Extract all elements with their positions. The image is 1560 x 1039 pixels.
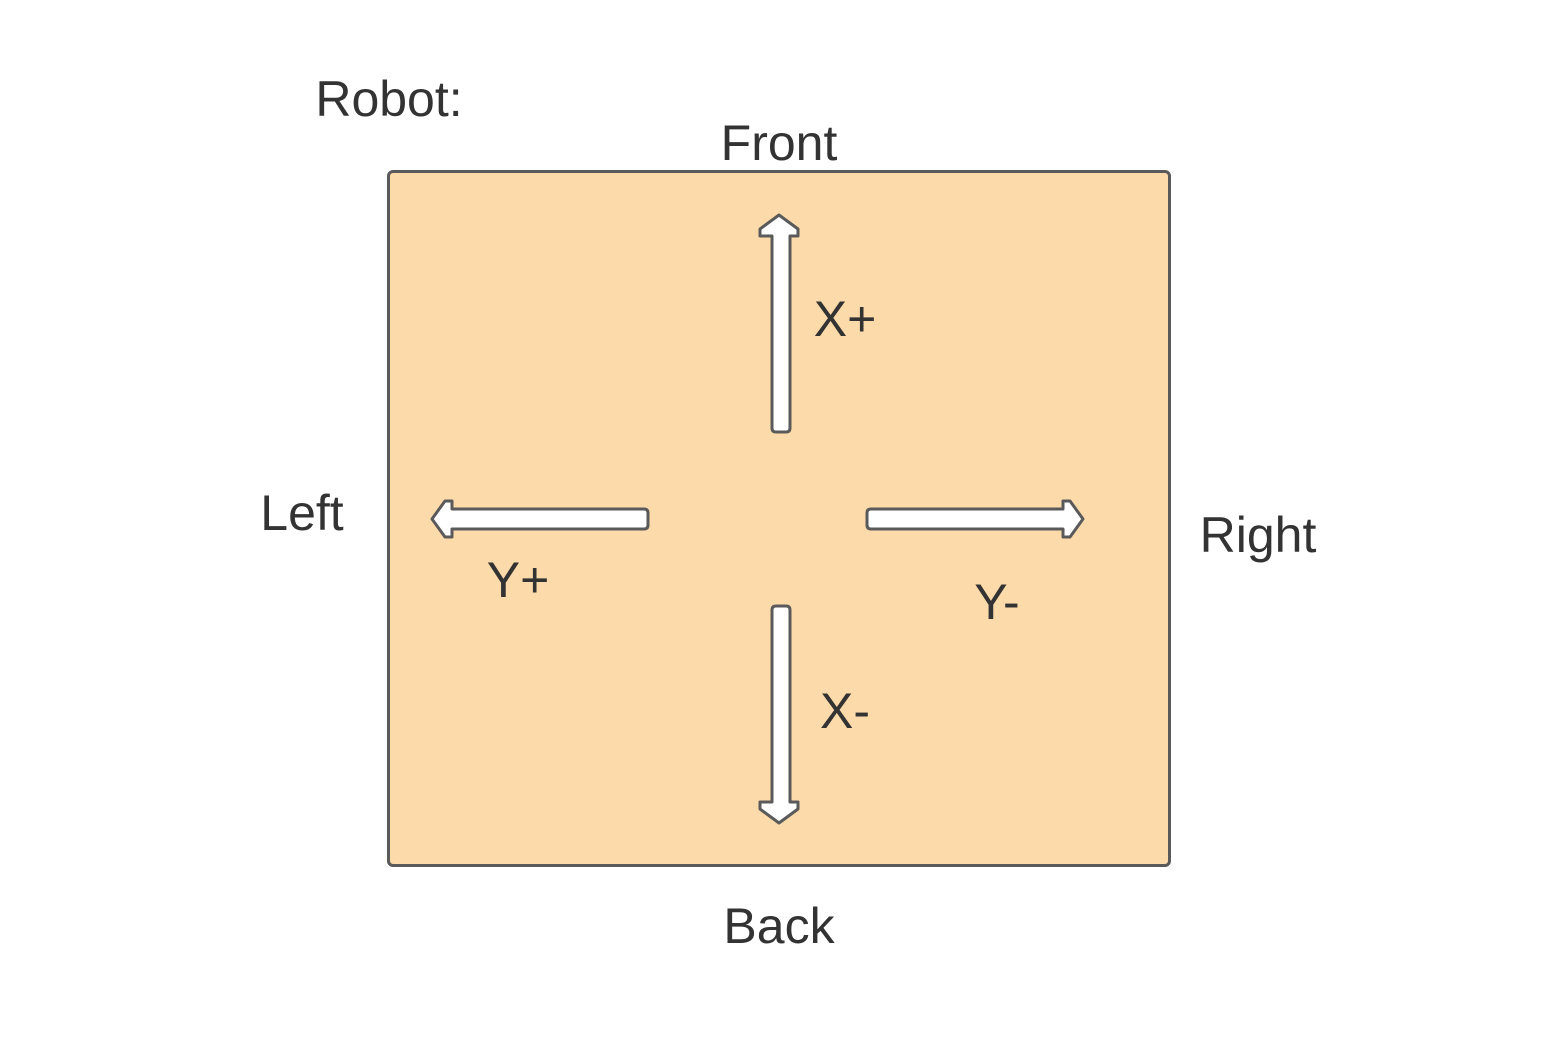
left-label: Left [260, 485, 344, 541]
y-plus-arrow [430, 499, 650, 539]
x-minus-label: X- [820, 683, 870, 739]
robot-title: Robot: [315, 71, 463, 127]
x-minus-arrow [758, 604, 800, 825]
right-label: Right [1199, 507, 1317, 563]
y-plus-label: Y+ [486, 552, 550, 608]
x-plus-arrow [758, 213, 800, 434]
front-label: Front [720, 115, 838, 171]
back-label: Back [723, 898, 835, 954]
y-minus-label: Y- [974, 574, 1020, 630]
y-minus-arrow [865, 499, 1085, 539]
x-plus-label: X+ [813, 291, 877, 347]
